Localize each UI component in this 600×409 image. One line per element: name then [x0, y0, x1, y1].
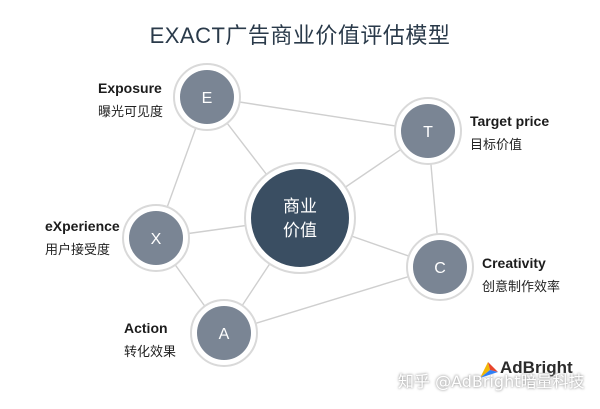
node-x: X — [122, 204, 190, 272]
desc-target-price: 目标价值 — [470, 137, 523, 152]
label-action: Action — [124, 320, 168, 336]
desc-experience: 用户接受度 — [45, 242, 111, 257]
node-e: E — [173, 63, 241, 131]
desc-exposure: 曝光可见度 — [98, 104, 164, 119]
diagram-title: EXACT广告商业价值评估模型 — [149, 23, 451, 48]
node-t-letter: T — [423, 124, 433, 141]
label-experience: eXperience — [45, 218, 120, 234]
desc-action: 转化效果 — [124, 344, 177, 359]
node-a: A — [190, 299, 258, 367]
logo-text: AdBright — [500, 358, 573, 377]
node-x-letter: X — [151, 231, 162, 248]
line-e-t — [206, 96, 429, 132]
label-creativity: Creativity — [482, 255, 546, 271]
adbright-logo-icon — [480, 362, 498, 378]
adbright-logo: AdBright — [478, 356, 588, 382]
center-line2: 价值 — [283, 221, 317, 241]
desc-creativity: 创意制作效率 — [482, 279, 561, 294]
label-exposure: Exposure — [98, 80, 162, 96]
node-c: C — [406, 233, 474, 301]
center-node: 商业 价值 — [244, 162, 356, 274]
line-c-a — [223, 266, 441, 334]
node-c-letter: C — [434, 260, 446, 277]
label-target-price: Target price — [470, 113, 550, 129]
center-line1: 商业 — [283, 197, 317, 217]
watermark: 知乎 @AdBright暗量科技 — [398, 372, 585, 391]
node-e-letter: E — [202, 90, 213, 107]
node-a-letter: A — [219, 326, 230, 343]
node-t: T — [394, 97, 462, 165]
